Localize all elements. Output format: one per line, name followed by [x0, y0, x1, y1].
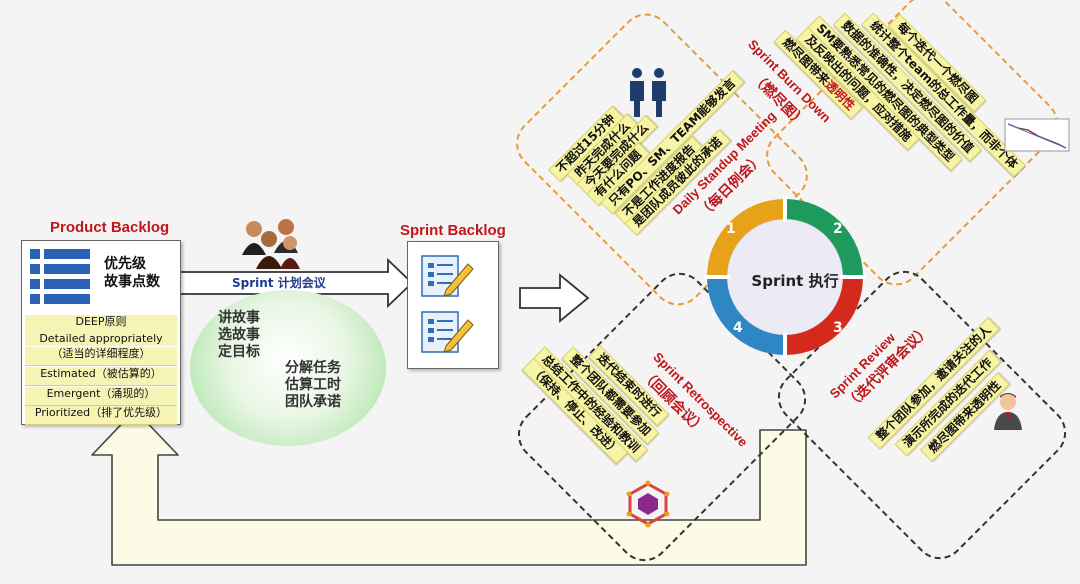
set-goal: 定目标	[218, 344, 260, 360]
planning-steps-left: 讲故事 选故事 定目标	[214, 310, 264, 361]
team-people-icon	[242, 219, 300, 269]
presenter-icon	[994, 393, 1022, 430]
sprint-backlog-title: Sprint Backlog	[400, 222, 506, 239]
retro-hexagon-icon	[626, 480, 670, 528]
list-icon	[30, 249, 90, 304]
planning-circle	[190, 290, 386, 446]
split-tasks: 分解任务	[285, 360, 341, 376]
sprint-cycle-diagram	[704, 196, 866, 358]
story-points-label: 故事点数	[104, 274, 160, 290]
estimate-hours: 估算工时	[285, 377, 341, 393]
cycle-num-2: 2	[833, 221, 843, 237]
cycle-num-4: 4	[733, 320, 743, 336]
cycle-num-3: 3	[833, 320, 843, 336]
deep-prioritized: Prioritized（排了优先级）	[25, 406, 177, 425]
deep-detailed-cn: （适当的详细程度）	[25, 347, 177, 366]
burndown-chart-icon	[1004, 118, 1070, 152]
pick-story: 选故事	[218, 327, 260, 343]
meeting-people-icon	[630, 68, 666, 117]
deep-emergent: Emergent（涌现的）	[25, 387, 177, 406]
priority-label: 优先级	[104, 256, 146, 272]
planning-steps-right: 分解任务 估算工时 团队承诺	[280, 360, 346, 411]
deep-principles: DEEP原则 Detailed appropriately （适当的详细程度） …	[25, 315, 177, 425]
cycle-num-1: 1	[726, 221, 736, 237]
team-commit: 团队承诺	[285, 394, 341, 410]
checklist-icon	[421, 255, 474, 353]
sprint-execution-label: Sprint 执行	[751, 272, 839, 290]
sprint-backlog-box	[407, 241, 499, 369]
planning-meeting-label: Sprint 计划会议	[232, 276, 326, 290]
tell-story: 讲故事	[218, 310, 260, 326]
deep-estimated: Estimated（被估算的）	[25, 367, 177, 386]
deep-detailed: Detailed appropriately	[25, 332, 177, 346]
product-backlog-title: Product Backlog	[50, 219, 170, 236]
product-backlog-box: 优先级 故事点数 DEEP原则 Detailed appropriately （…	[21, 240, 181, 425]
